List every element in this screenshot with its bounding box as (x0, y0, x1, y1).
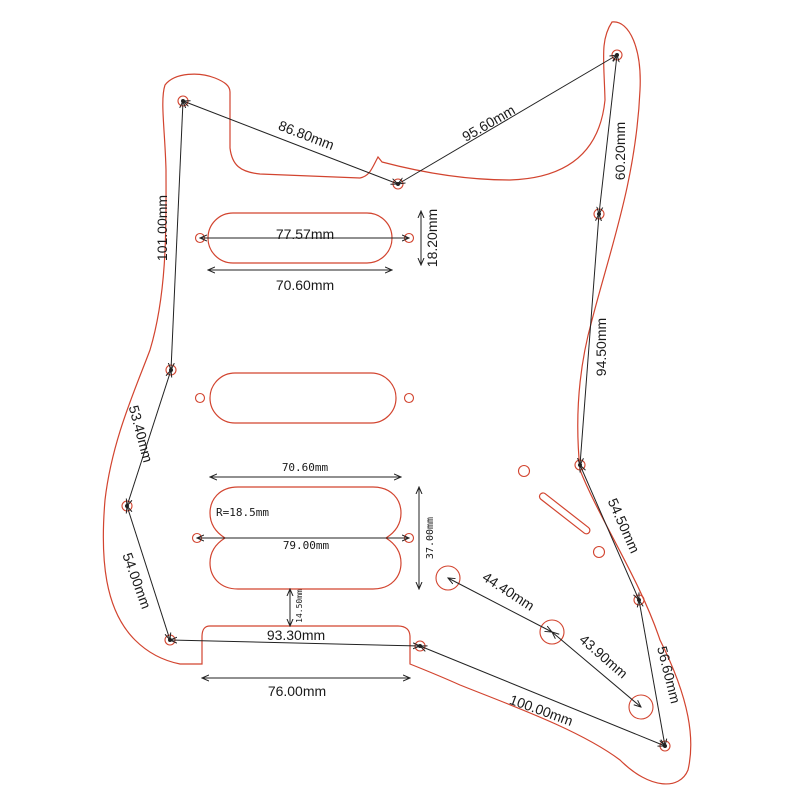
label-right-upper: 60.20mm (612, 122, 628, 180)
perimeter-dimension-lines (127, 55, 665, 746)
label-knob-spacing-1: 44.40mm (480, 569, 538, 614)
label-right-bottom: 56.60mm (654, 645, 684, 705)
pickup-dimension-lines (197, 211, 421, 678)
label-right-lower: 54.50mm (605, 496, 643, 556)
label-knob-spacing-2: 43.90mm (576, 631, 631, 681)
pickguard-outline (102, 21, 692, 785)
label-bottom-edge: 100.00mm (508, 691, 576, 729)
label-top-left-edge: 86.80mm (276, 117, 336, 153)
label-bottom-cutout-span: 93.30mm (267, 627, 325, 643)
label-humbucker-gap: 14.50mm (295, 589, 304, 623)
label-humbucker-radius: R=18.5mm (216, 506, 269, 519)
label-top-right-edge: 95.60mm (459, 102, 518, 145)
middle-pickup-cutout (194, 372, 415, 424)
label-humbucker-width: 70.60mm (282, 461, 329, 474)
label-left-middle: 53.40mm (126, 403, 157, 464)
label-humbucker-height: 37.00mm (425, 517, 436, 559)
label-neck-pickup-height: 18.20mm (424, 209, 440, 267)
dimension-labels: 86.80mm 95.60mm 60.20mm 101.00mm 94.50mm… (119, 102, 683, 729)
label-neck-pickup-holes: 77.57mm (276, 226, 334, 242)
label-bottom-cutout-width: 76.00mm (268, 683, 326, 699)
label-left-lower: 54.00mm (119, 551, 154, 611)
label-humbucker-holes: 79.00mm (283, 539, 330, 552)
label-right-middle: 94.50mm (593, 318, 609, 376)
label-neck-pickup-width: 70.60mm (276, 277, 334, 293)
label-left-upper: 101.00mm (154, 195, 170, 261)
